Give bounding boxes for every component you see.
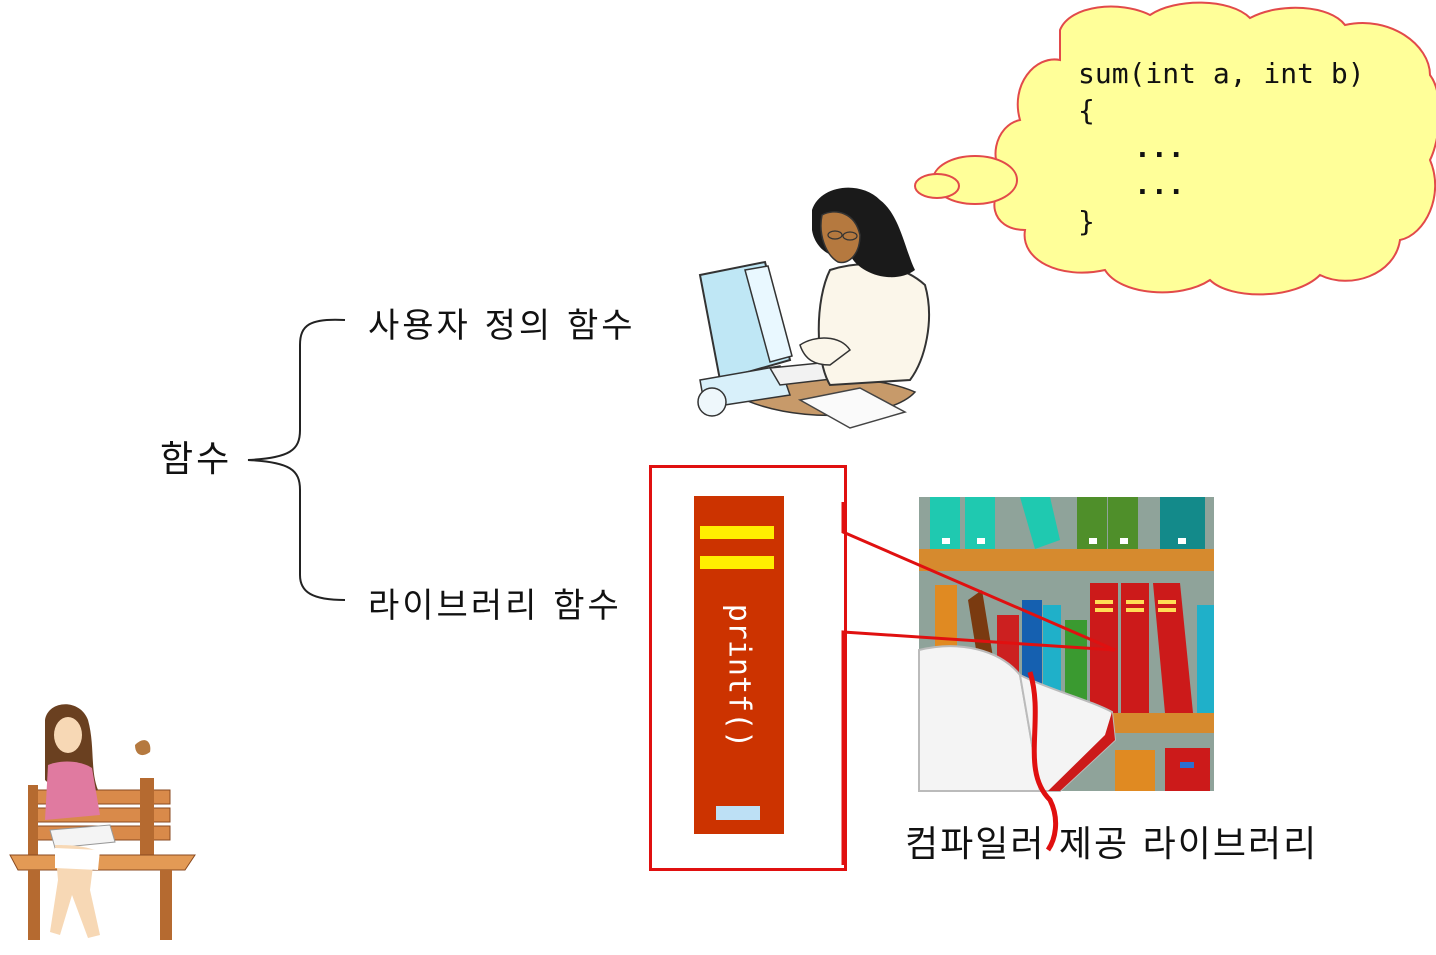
tree-root-label: 함수 <box>160 439 233 480</box>
book-band <box>700 526 774 539</box>
code-line: ... <box>1134 131 1185 164</box>
code-line: ... <box>1134 168 1185 201</box>
code-line: sum(int a, int b) <box>1078 57 1365 90</box>
book-label-patch <box>716 806 760 820</box>
code-block: sum(int a, int b) { ... ... } <box>1078 55 1365 240</box>
library-caption: 컴파일러 제공 라이브러리 <box>905 824 1319 865</box>
tree-branch-library: 라이브러리 함수 <box>368 586 622 626</box>
book-spine: printf() <box>694 496 784 834</box>
book-band <box>700 556 774 569</box>
code-line: } <box>1078 205 1095 238</box>
code-line: { <box>1078 94 1095 127</box>
tree-branch-user-defined: 사용자 정의 함수 <box>368 306 636 346</box>
highlight-box <box>649 465 847 871</box>
